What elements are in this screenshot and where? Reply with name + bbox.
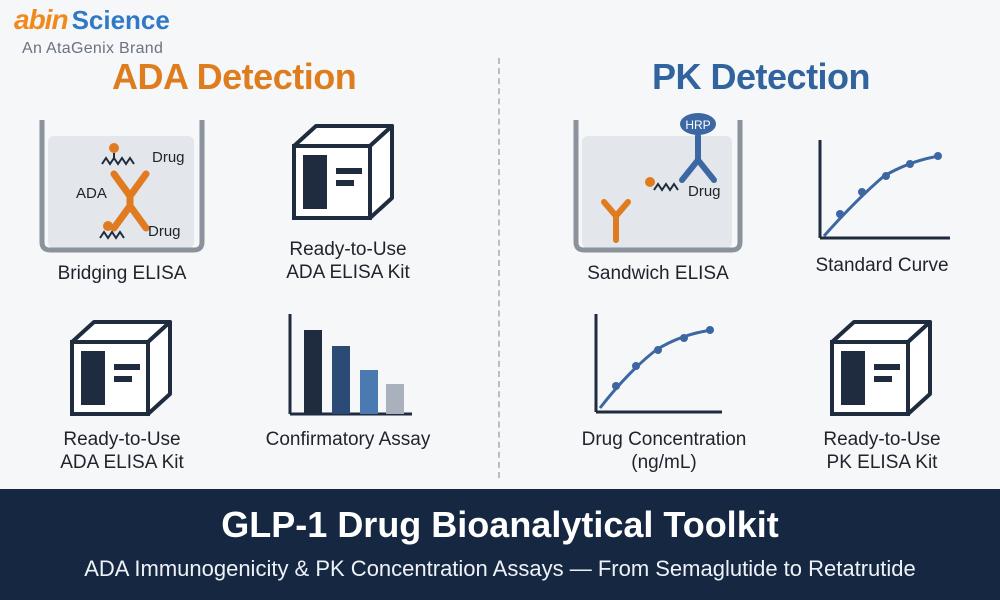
pk-kit-label: Ready-to-Use PK ELISA Kit: [782, 428, 982, 474]
sandwich-drug-label: Drug: [688, 183, 721, 200]
pk-section-title: PK Detection: [652, 56, 871, 97]
drug-concentration-line1: Drug Concentration: [581, 429, 747, 450]
bridging-elisa-label: Bridging ELISA: [57, 263, 187, 284]
standard-curve-chart-icon: [818, 140, 950, 240]
section-divider: [498, 58, 500, 478]
ada-kit-bottom-line2: ADA ELISA Kit: [60, 452, 184, 473]
ada-kit-bottom-label: Ready-to-Use ADA ELISA Kit: [22, 428, 222, 474]
confirmatory-bar-chart-icon: [288, 314, 412, 416]
standard-curve-label: Standard Curve: [815, 255, 949, 276]
drug-concentration-label: Drug Concentration (ng/mL): [556, 428, 772, 474]
ada-kit-box-icon: [292, 124, 394, 220]
footer-banner: [0, 489, 1000, 600]
drug-top-label: Drug: [152, 149, 185, 166]
drug-concentration-line2: (ng/mL): [631, 452, 697, 473]
ada-kit-top-line2: ADA ELISA Kit: [286, 262, 410, 283]
sandwich-elisa-well-icon: HRP Drug: [573, 113, 743, 253]
brand-logo: abin Science An AtaGenix Brand: [14, 4, 214, 60]
confirmatory-assay-label: Confirmatory Assay: [265, 429, 431, 450]
pk-kit-box-icon: [830, 320, 932, 416]
drug-bottom-label: Drug: [148, 223, 181, 240]
logo-abin: abin: [14, 4, 69, 35]
footer-subtitle: ADA Immunogenicity & PK Concentration As…: [84, 556, 916, 581]
logo-tagline: An AtaGenix Brand: [22, 40, 164, 57]
sandwich-elisa-label: Sandwich ELISA: [587, 263, 729, 284]
hrp-label: HRP: [685, 118, 710, 132]
bridging-elisa-well-icon: Drug ADA Drug: [39, 120, 205, 253]
pk-kit-line1: Ready-to-Use: [823, 429, 941, 450]
logo-science: Science: [71, 4, 170, 35]
ada-label: ADA: [76, 185, 107, 202]
ada-kit-top-line1: Ready-to-Use: [289, 239, 407, 260]
ada-kit-box-icon-2: [70, 320, 172, 416]
footer-title: GLP-1 Drug Bioanalytical Toolkit: [221, 504, 779, 545]
ada-section-title: ADA Detection: [112, 56, 357, 97]
pk-kit-line2: PK ELISA Kit: [826, 452, 938, 473]
ada-kit-bottom-line1: Ready-to-Use: [63, 429, 181, 450]
ada-kit-top-label: Ready-to-Use ADA ELISA Kit: [248, 238, 448, 284]
drug-concentration-curve-icon: [594, 314, 722, 414]
